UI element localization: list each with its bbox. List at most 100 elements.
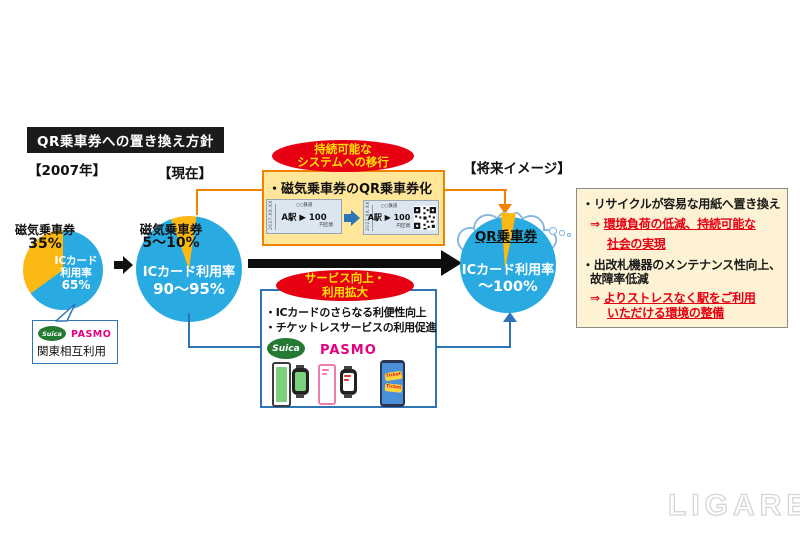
benefit-1-result-line1: ⇒ 環境負荷の低減、持続可能な (590, 215, 756, 232)
pie-2007-magnetic-value: 35% (28, 235, 62, 252)
service-badge: サービス向上・ 利用拡大 (276, 270, 414, 301)
phone-screen: Ticket Ticket (382, 363, 403, 404)
connector-orange-arrowhead (498, 204, 512, 214)
connector-orange-left-horizontal (196, 189, 262, 191)
connector-blue-right-vertical (509, 322, 511, 348)
stage-label-present: 【現在】 (158, 166, 212, 182)
transition-badge-line2: システムへの移行 (297, 155, 389, 169)
pie-chart-future (460, 217, 556, 313)
arrow-present-to-future-head (441, 250, 462, 276)
benefit-2-result-text2: いただける環境の整備 (607, 306, 725, 320)
screen-line (322, 369, 329, 371)
arrow-2007-to-present-shaft (114, 261, 123, 269)
service-bullet-2: ・チケットレスサービスの利用促進 (265, 321, 437, 334)
connector-blue-right-horizontal (437, 346, 511, 348)
magnetic-ticket-image: 2027.XX.XX ○○鉄道 A駅 ▶ 100 円区間 (266, 199, 342, 234)
benefit-2-result-line1: ⇒ よりストレスなく駅をご利用 (590, 289, 756, 306)
pie-2007-ic-value: 65% (61, 278, 91, 293)
smartwatch-suica-icon (292, 365, 309, 398)
watch-strap (344, 366, 352, 370)
watch-strap (296, 394, 304, 398)
pie-2007-ic-line1: ICカード (54, 255, 98, 267)
benefit-2-result-text1: よりストレスなく駅をご利用 (603, 291, 756, 305)
smartphone-pasmo-icon (318, 364, 336, 405)
callout-tail (55, 303, 76, 322)
smartphone-ticket-icon: Ticket Ticket (380, 360, 405, 407)
qr-ticket-image: 2027.XX.XX ○○鉄道 A駅 ▶ 100 円区間 (363, 200, 439, 235)
arrow-present-to-future-shaft (248, 259, 444, 268)
benefit-2-result-line2: いただける環境の整備 (607, 304, 724, 321)
benefit-1-head: ・リサイクルが容易な用紙へ置き換え (582, 197, 781, 211)
future-ic-label: ICカード利用率 〜100% (457, 263, 559, 296)
future-ic-value: 〜100% (478, 278, 538, 295)
screen-line (344, 375, 351, 377)
ticket-railway: ○○鉄道 (380, 204, 398, 209)
transition-badge: 持続可能な システムへの移行 (272, 140, 414, 172)
pie-present-magnetic-label: 磁気乗車券 5〜10% (130, 223, 212, 251)
future-cloud-label: QR乗車券 (474, 229, 538, 245)
thought-dot-medium (559, 230, 565, 236)
connector-blue-arrowhead (503, 312, 517, 322)
benefits-box (576, 188, 788, 328)
service-bullet-1: ・ICカードのさらなる利便性向上 (265, 306, 427, 319)
connector-orange-right-horizontal (445, 189, 507, 191)
ticket-arrow-head (351, 210, 360, 226)
pasmo-logo-small: PASMO (71, 329, 112, 340)
suica-logo-small: Suica (38, 326, 66, 341)
thought-dot-large (549, 227, 557, 235)
qr-code-icon (414, 206, 436, 230)
ticket-fare: A駅 ▶ 100 (281, 213, 327, 223)
screen-line (344, 379, 349, 381)
pie-present-ic-name: ICカード利用率 (142, 265, 236, 280)
stage-label-future: 【将来イメージ】 (463, 161, 571, 177)
pie-present-magnetic-name: 磁気乗車券 (139, 222, 203, 237)
arrow-2007-to-present-head (123, 256, 133, 274)
connector-orange-left-vertical (196, 189, 198, 215)
pie-present-magnetic-value: 5〜10% (142, 235, 200, 252)
benefit-2-arrow: ⇒ (590, 291, 600, 305)
pie-2007-ic-line2: 利用率 (60, 267, 92, 280)
pie-2007-magnetic-label: 磁気乗車券 35% (10, 224, 80, 251)
smartwatch-pasmo-icon (340, 366, 357, 398)
pie-chart-present (136, 216, 242, 322)
service-badge-line1: サービス向上・ (304, 271, 386, 286)
pie-present-ic-value: 90〜95% (153, 279, 225, 298)
service-badge-line2: 利用拡大 (322, 284, 368, 299)
page-title: QR乗車券への置き換え方針 (27, 127, 224, 153)
transition-bullet: ・磁気乗車券のQR乗車券化 (268, 182, 433, 197)
ticket-zone: 円区間 (396, 224, 411, 229)
pie-present-ic-label: ICカード利用率 90〜95% (136, 265, 242, 298)
benefit-2-head-line1: ・出改札機器のメンテナンス性向上、 (582, 258, 781, 272)
ticket-railway: ○○鉄道 (295, 203, 313, 208)
benefit-2-head-line2: 故障率低減 (590, 272, 649, 286)
ticket-zone: 円区間 (319, 223, 334, 228)
watch-body (340, 369, 357, 395)
screen-line (322, 373, 327, 375)
kanto-callout-box (32, 320, 118, 364)
transition-badge-line1: 持続可能な (314, 141, 372, 156)
pasmo-logo: PASMO (320, 343, 377, 358)
watch-body (292, 368, 309, 395)
ticket-chip: Ticket (384, 383, 403, 393)
benefit-1-arrow: ⇒ (590, 217, 600, 231)
stage-label-2007: 【2007年】 (28, 163, 107, 179)
connector-orange-right-vertical (504, 189, 506, 205)
kanto-callout-label: 関東相互利用 (37, 344, 106, 358)
benefit-1-result-text2: 社会の実現 (607, 237, 666, 251)
phone-screen (276, 367, 287, 402)
watch-strap (344, 394, 352, 398)
pie-2007-magnetic-name: 磁気乗車券 (14, 223, 75, 237)
pie-chart-2007 (23, 230, 103, 310)
ticket-arrow-shaft (344, 214, 351, 222)
ligare-watermark: LIGARE (667, 488, 800, 522)
future-ic-name: ICカード利用率 (461, 263, 555, 278)
benefit-1-result-text1: 環境負荷の低減、持続可能な (603, 217, 756, 231)
connector-blue-left-vertical (188, 313, 190, 348)
suica-logo: Suica (267, 338, 305, 359)
watch-screen (295, 372, 306, 391)
smartphone-suica-icon (272, 362, 291, 407)
connector-blue-left-horizontal (188, 346, 260, 348)
watch-strap (296, 365, 304, 369)
watch-screen (343, 373, 354, 391)
